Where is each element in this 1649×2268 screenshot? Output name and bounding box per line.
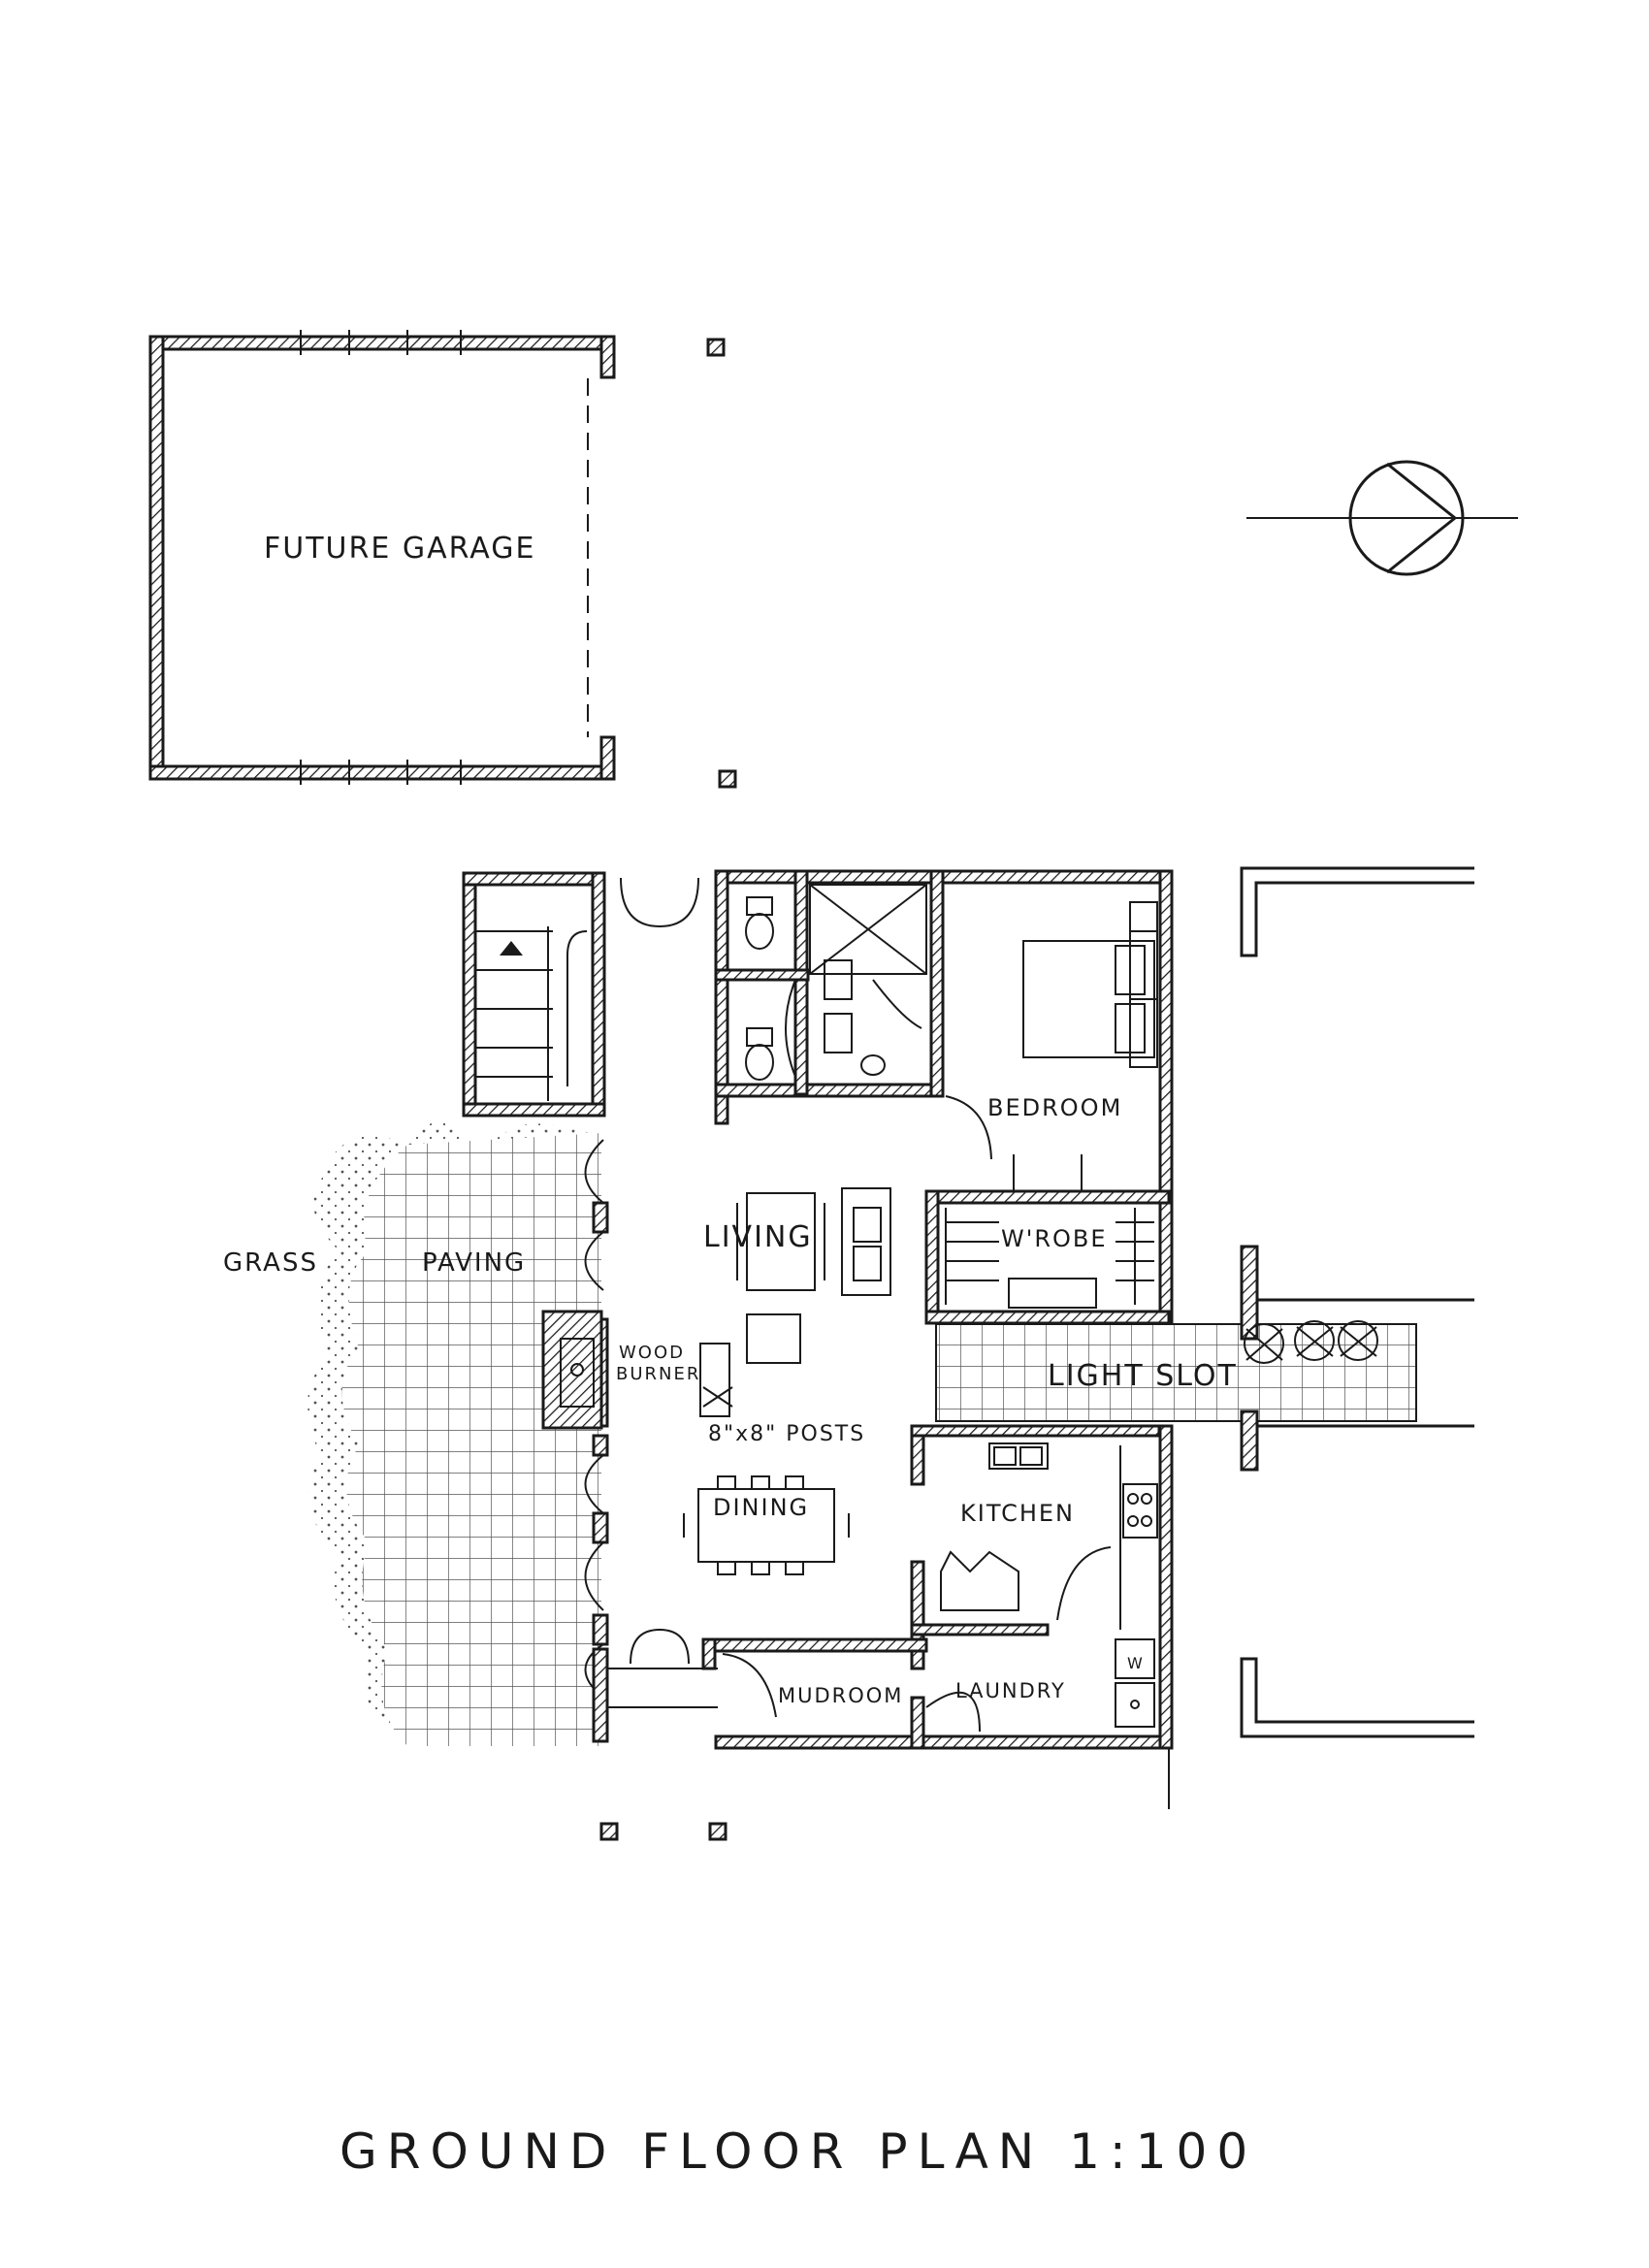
north-arrow-icon — [1246, 460, 1518, 576]
sofa-icon — [736, 1187, 891, 1364]
grass-label: GRASS — [223, 1248, 318, 1278]
wood-burner-label-1: WOOD — [619, 1343, 685, 1363]
wardrobe-label: W'ROBE — [1001, 1225, 1108, 1252]
stove-icon — [1119, 1445, 1158, 1630]
table-icon — [683, 1475, 850, 1575]
laundry-label: LAUNDRY — [955, 1679, 1066, 1702]
dining-label: DINING — [713, 1494, 809, 1521]
stair-arrow-icon — [500, 941, 523, 956]
mudroom-label: MUDROOM — [778, 1684, 903, 1707]
washer-label: W — [1127, 1654, 1145, 1672]
posts — [599, 338, 737, 1841]
future-garage-label: FUTURE GARAGE — [264, 532, 535, 566]
paving-label: PAVING — [422, 1248, 526, 1278]
kitchen-label: KITCHEN — [960, 1500, 1075, 1527]
future-garage: FUTURE GARAGE — [148, 330, 616, 785]
wood-burner-icon — [699, 1343, 733, 1417]
toilet-icon — [745, 896, 886, 1081]
posts-label: 8"x8" POSTS — [708, 1422, 865, 1446]
shower-icon — [809, 884, 927, 975]
bedroom-label: BEDROOM — [987, 1094, 1122, 1121]
sink-icon — [988, 1442, 1049, 1470]
paving-area — [341, 1133, 601, 1746]
tree-icon — [1244, 1320, 1378, 1364]
east-outlines — [1240, 866, 1474, 1738]
house: BEDROOM W'ROBE LIVING — [462, 869, 1174, 1809]
light-slot: LIGHT SLOT — [935, 1245, 1474, 1472]
living-label: LIVING — [703, 1220, 813, 1254]
wood-burner-label-2: BURNER — [616, 1364, 700, 1384]
plan-title: GROUND FLOOR PLAN 1:100 — [340, 2123, 1257, 2180]
light-slot-label: LIGHT SLOT — [1048, 1359, 1238, 1393]
stair-icon — [475, 926, 588, 1101]
